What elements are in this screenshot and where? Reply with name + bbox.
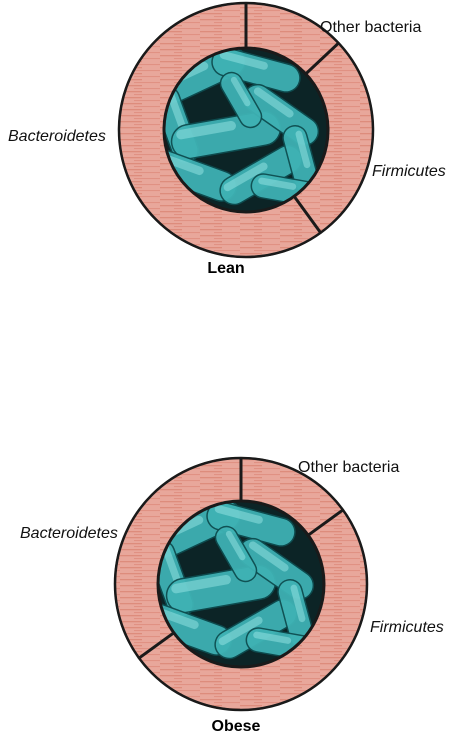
lean-donut-chart: Other bacteria Firmicutes Bacteroidetes … — [0, 0, 452, 300]
slice-label-firmicutes: Firmicutes — [370, 619, 444, 636]
slice-label-bacteroidetes: Bacteroidetes — [20, 525, 118, 542]
slice-label-firmicutes: Firmicutes — [372, 163, 446, 180]
chart-title-obese: Obese — [212, 718, 261, 735]
chart-title-lean: Lean — [207, 260, 244, 277]
obese-donut-chart: Other bacteria Firmicutes Bacteroidetes … — [0, 440, 452, 740]
slice-label-other-bacteria: Other bacteria — [320, 19, 421, 36]
slice-label-other-bacteria: Other bacteria — [298, 459, 399, 476]
slice-label-bacteroidetes: Bacteroidetes — [8, 128, 106, 145]
